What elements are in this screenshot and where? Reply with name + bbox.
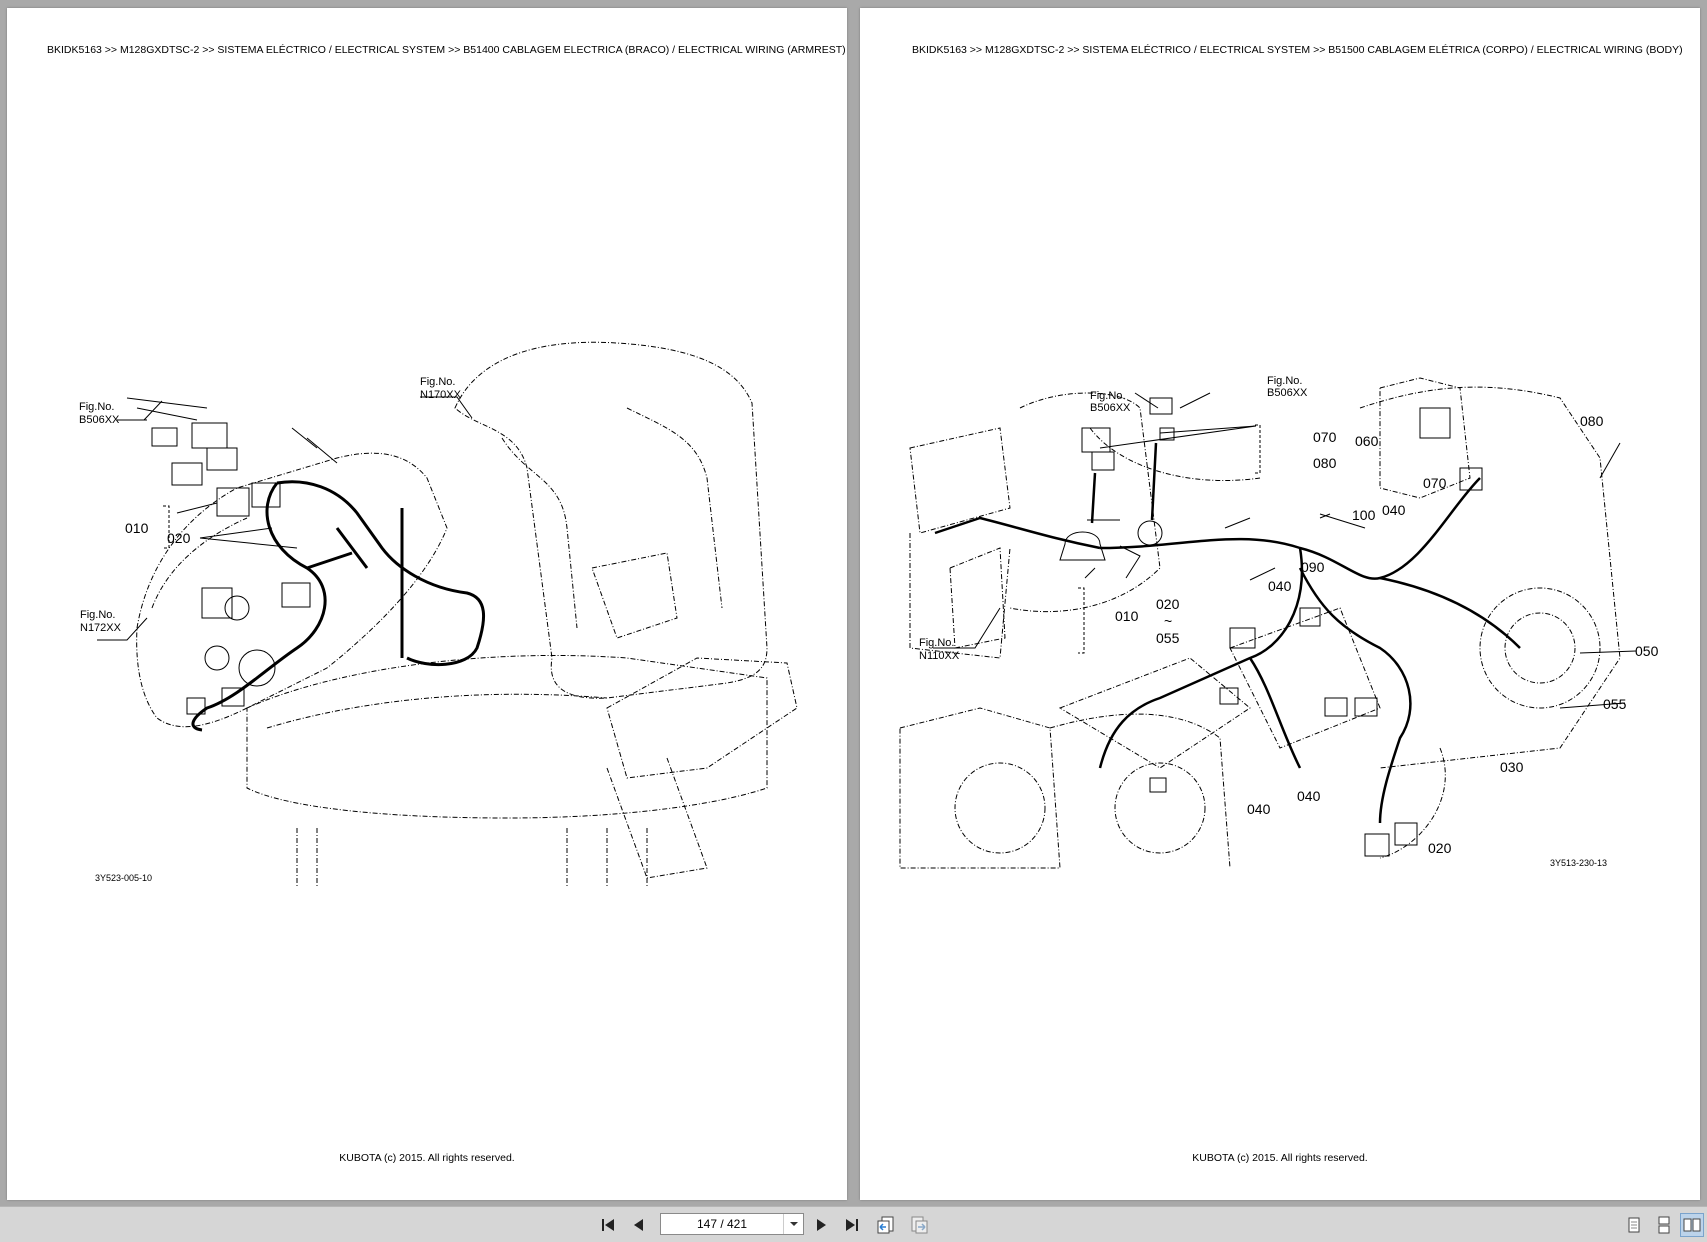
drawing-id: 3Y513-230-13 [1550, 858, 1607, 868]
single-page-view-button[interactable] [1622, 1213, 1646, 1237]
part-number-080-b: 080 [1580, 413, 1604, 429]
first-page-button[interactable] [597, 1213, 621, 1237]
go-forward-icon [911, 1216, 928, 1234]
body-wire-harness [934, 442, 1521, 824]
page-number-input[interactable] [661, 1214, 783, 1234]
left-footer: KUBOTA (c) 2015. All rights reserved. [339, 1152, 515, 1164]
right-breadcrumb: BKIDK5163 >> M128GXDTSC-2 >> SISTEMA ELÉ… [912, 44, 1683, 56]
next-page-icon [817, 1219, 826, 1231]
right-callouts [933, 392, 1637, 709]
fig-ref-n170-code: N170XX [420, 389, 462, 401]
part-number-020-b: 020 [1428, 840, 1452, 856]
part-number-020-a: 020 [1156, 596, 1180, 612]
left-page: BKIDK5163 >> M128GXDTSC-2 >> SISTEMA ELÉ… [7, 8, 847, 1200]
seat-outline [136, 341, 798, 888]
left-breadcrumb: BKIDK5163 >> M128GXDTSC-2 >> SISTEMA ELÉ… [47, 44, 846, 56]
part-number-020: 020 [167, 530, 191, 546]
fig-ref-b506-label: Fig.No. [79, 401, 114, 413]
part-number-010: 010 [125, 520, 149, 536]
fig-ref-n172-label: Fig.No. [80, 609, 115, 621]
last-page-button[interactable] [839, 1213, 863, 1237]
page-number-box[interactable] [660, 1213, 804, 1235]
go-back-icon [877, 1216, 894, 1234]
part-number-055-b: 055 [1603, 696, 1627, 712]
continuous-icon [1658, 1216, 1670, 1234]
continuous-view-button[interactable] [1652, 1213, 1676, 1237]
armrest-components [126, 397, 338, 715]
go-back-button[interactable] [874, 1213, 898, 1237]
prev-page-icon [634, 1219, 643, 1231]
part-number-040-b: 040 [1268, 578, 1292, 594]
left-callouts [97, 396, 473, 641]
fig-ref-b506-code: B506XX [79, 414, 120, 426]
part-number-tilde: ~ [1164, 613, 1172, 629]
drawing-id: 3Y523-005-10 [95, 873, 152, 883]
fig-ref-b506b-code: B506XX [1267, 387, 1308, 399]
tractor-body-outline [899, 377, 1621, 869]
part-number-070-b: 070 [1423, 475, 1447, 491]
part-number-050: 050 [1635, 643, 1659, 659]
single-page-icon [1628, 1217, 1640, 1233]
chevron-down-icon [789, 1222, 798, 1226]
wire-harness [191, 480, 486, 732]
fig-ref-n170-label: Fig.No. [420, 376, 455, 388]
facing-pages-icon [1683, 1218, 1701, 1232]
part-number-040-c: 040 [1247, 801, 1271, 817]
part-number-030: 030 [1500, 759, 1524, 775]
right-page: BKIDK5163 >> M128GXDTSC-2 >> SISTEMA ELÉ… [860, 8, 1700, 1200]
part-number-100: 100 [1352, 507, 1376, 523]
part-number-010: 010 [1115, 608, 1139, 624]
go-forward-button[interactable] [907, 1213, 931, 1237]
right-footer: KUBOTA (c) 2015. All rights reserved. [1192, 1152, 1368, 1164]
body-wiring-diagram: Fig.No. B506XX Fig.No. B506XX Fig.No. N1… [899, 375, 1659, 869]
fig-ref-n110-label: Fig.No. [919, 637, 954, 649]
page-dropdown-button[interactable] [783, 1214, 803, 1234]
part-number-040-d: 040 [1297, 788, 1321, 804]
part-number-040-a: 040 [1382, 502, 1406, 518]
viewer-toolbar [0, 1206, 1707, 1242]
part-number-090: 090 [1301, 559, 1325, 575]
last-page-icon [846, 1219, 858, 1231]
fig-ref-b506a-label: Fig.No. [1090, 390, 1125, 402]
part-number-070-a: 070 [1313, 429, 1337, 445]
first-page-icon [602, 1219, 614, 1231]
fig-ref-n172-code: N172XX [80, 622, 122, 634]
part-number-055-a: 055 [1156, 630, 1180, 646]
facing-pages-view-button[interactable] [1680, 1213, 1704, 1237]
next-page-button[interactable] [809, 1213, 833, 1237]
armrest-wiring-diagram: Fig.No. B506XX Fig.No. N170XX Fig.No. N1… [79, 341, 798, 888]
prev-page-button[interactable] [627, 1213, 651, 1237]
fig-ref-n110-code: N110XX [919, 650, 960, 662]
part-number-060: 060 [1355, 433, 1379, 449]
part-number-080-a: 080 [1313, 455, 1337, 471]
fig-ref-b506a-code: B506XX [1090, 402, 1131, 414]
body-components [1059, 397, 1483, 857]
fig-ref-b506b-label: Fig.No. [1267, 375, 1302, 387]
